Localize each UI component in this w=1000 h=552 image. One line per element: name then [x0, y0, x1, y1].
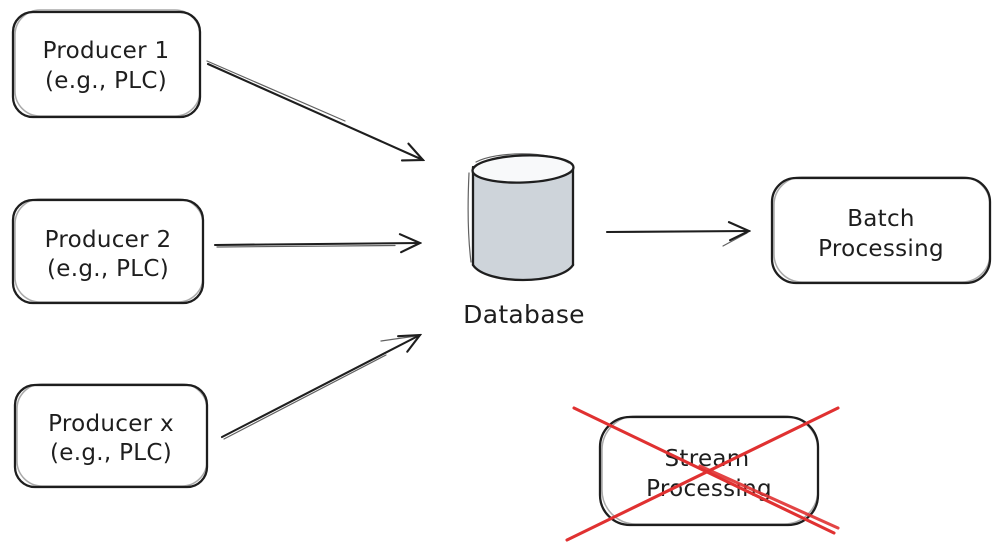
- database-cylinder-left-sketch: [467, 172, 472, 263]
- batch-processing-box: [770, 176, 992, 285]
- producer2-node: Producer 2 (e.g., PLC): [11, 198, 205, 305]
- arrow-shaft: [206, 62, 423, 160]
- producer-x-label-line2: (e.g., PLC): [50, 440, 172, 466]
- database-cylinder-bottom-edge: [471, 263, 575, 282]
- batch-processing-label-line2: Processing: [818, 236, 944, 262]
- producer-x-box: [13, 383, 209, 489]
- arrow-shaft: [220, 335, 420, 439]
- producer2-label-line1: Producer 2: [45, 227, 172, 253]
- batch-processing-label-line1: Batch: [847, 206, 915, 232]
- producer2-box-sketch: [14, 198, 204, 303]
- producer1-node: Producer 1 (e.g., PLC): [11, 9, 202, 119]
- producer-x-box-sketch: [16, 383, 208, 487]
- arrowhead-sketch: [722, 232, 748, 247]
- producer2-box: [11, 198, 205, 305]
- red-cross-x: [565, 406, 840, 542]
- producer-x-node: Producer x (e.g., PLC): [13, 383, 209, 489]
- batch-processing-box-sketch: [773, 176, 991, 283]
- database-cylinder-body: [473, 169, 573, 280]
- arrow-shaft: [213, 243, 420, 245]
- arrow-producer1-to-database: [206, 60, 423, 160]
- arrow-shaft-sketch: [206, 60, 346, 122]
- batch-processing-node: Batch Processing: [770, 176, 992, 285]
- producer2-label-line2: (e.g., PLC): [47, 256, 169, 282]
- stream-processing-box-sketch: [601, 415, 819, 525]
- red-cross-line-1-sketch: [698, 464, 840, 530]
- producer-x-label-line1: Producer x: [48, 411, 174, 437]
- database-cylinder-top: [471, 154, 575, 184]
- producer1-box: [11, 10, 202, 119]
- arrowhead-sketch: [380, 335, 417, 342]
- arrow-shaft: [605, 231, 749, 232]
- arrow-producer2-to-database: [213, 243, 420, 248]
- database-label: Database: [463, 300, 585, 329]
- arrow-producer-x-to-database: [220, 335, 420, 440]
- red-cross-line-2: [565, 406, 840, 542]
- producer1-box-sketch: [14, 9, 201, 117]
- arrow-database-to-batch: [605, 231, 749, 247]
- arrow-shaft-sketch: [223, 354, 387, 440]
- database-node: Database: [463, 153, 585, 329]
- producer1-label-line1: Producer 1: [43, 38, 170, 64]
- red-cross-line-1: [572, 406, 836, 535]
- producer1-label-line2: (e.g., PLC): [45, 68, 167, 94]
- arrow-shaft-sketch: [216, 244, 396, 248]
- database-cylinder-top-sketch: [475, 153, 570, 164]
